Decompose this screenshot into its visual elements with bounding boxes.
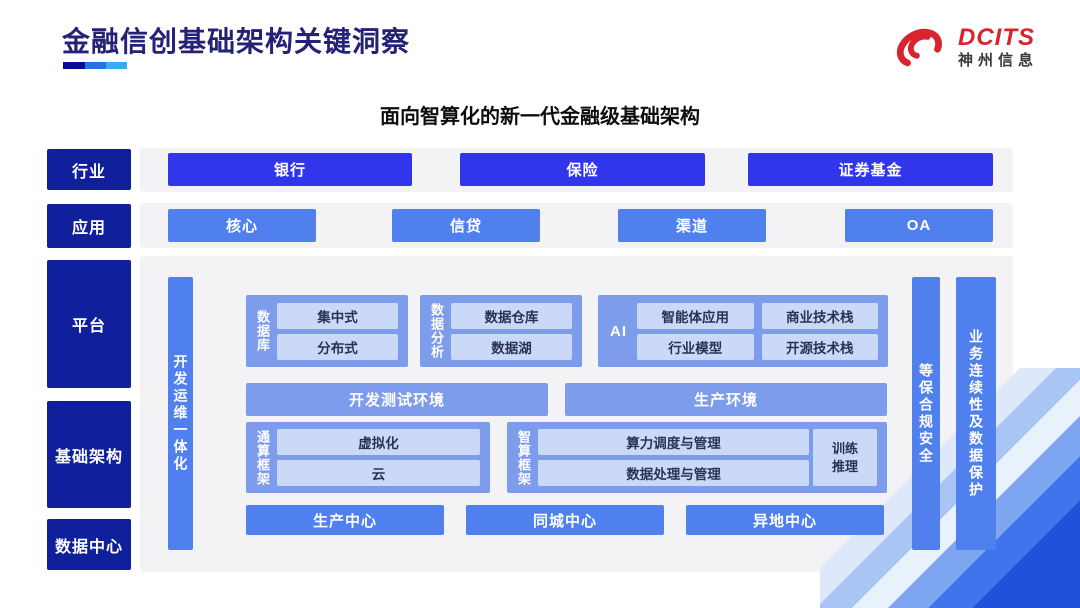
ai-group-items: 智能体应用 商业技术栈 行业模型 开源技术栈 bbox=[637, 302, 878, 360]
sidebar-label-datacenter: 数据中心 bbox=[47, 519, 131, 570]
industry-item-insurance: 保险 bbox=[460, 153, 705, 186]
ai-item-open-source-stack: 开源技术栈 bbox=[761, 333, 878, 360]
general-computing-item-cloud: 云 bbox=[277, 460, 480, 486]
underline-segment-medium bbox=[85, 62, 106, 69]
intelligent-computing-framework-label: 智算框架 bbox=[516, 429, 531, 486]
intelligent-computing-item-data-processing: 数据处理与管理 bbox=[538, 460, 809, 486]
intelligent-computing-items: 算力调度与管理 数据处理与管理 bbox=[538, 429, 809, 486]
datacenter-item-remote-center: 异地中心 bbox=[686, 505, 884, 535]
application-item-oa: OA bbox=[845, 209, 993, 242]
underline-segment-light bbox=[106, 62, 127, 69]
application-item-channel: 渠道 bbox=[618, 209, 766, 242]
general-computing-items: 虚拟化 云 bbox=[277, 429, 480, 486]
general-computing-framework-label: 通算框架 bbox=[255, 429, 270, 486]
business-continuity-vertical-bar: 业务连续性及数据保护 bbox=[956, 277, 996, 550]
underline-segment-dark bbox=[63, 62, 85, 69]
sidebar-label-infrastructure: 基础架构 bbox=[47, 401, 131, 508]
devops-integration-vertical-bar: 开发运维一体化 bbox=[168, 277, 193, 550]
logo-brand: DCITS bbox=[958, 23, 1035, 51]
database-group: 数据库 集中式 分布式 bbox=[246, 295, 408, 367]
ai-item-industry-model: 行业模型 bbox=[637, 333, 754, 360]
page-title: 金融信创基础架构关键洞察 bbox=[62, 26, 411, 57]
production-environment-bar: 生产环境 bbox=[565, 383, 887, 416]
logo-company-name: 神州信息 bbox=[958, 51, 1039, 69]
logo-text: DCITS 神州信息 bbox=[958, 23, 1039, 70]
intelligent-computing-item-scheduling: 算力调度与管理 bbox=[538, 429, 809, 455]
training-inference-label: 训练推理 bbox=[831, 440, 858, 474]
dev-test-environment-bar: 开发测试环境 bbox=[246, 383, 548, 416]
data-analytics-group-items: 数据仓库 数据湖 bbox=[451, 302, 572, 360]
data-analytics-group-label: 数据分析 bbox=[429, 303, 444, 359]
dcits-swirl-icon bbox=[896, 28, 942, 67]
datacenter-item-same-city-center: 同城中心 bbox=[466, 505, 664, 535]
ai-group: AI 智能体应用 商业技术栈 行业模型 开源技术栈 bbox=[598, 295, 888, 367]
database-group-label: 数据库 bbox=[255, 310, 270, 352]
database-item-distributed: 分布式 bbox=[277, 333, 398, 360]
ai-item-commercial-stack: 商业技术栈 bbox=[761, 302, 878, 329]
data-analytics-group: 数据分析 数据仓库 数据湖 bbox=[420, 295, 582, 367]
title-underline bbox=[63, 62, 127, 69]
database-group-items: 集中式 分布式 bbox=[277, 302, 398, 360]
database-item-centralized: 集中式 bbox=[277, 302, 398, 329]
intelligent-computing-item-training-inference: 训练推理 bbox=[813, 429, 877, 486]
application-item-credit: 信贷 bbox=[392, 209, 540, 242]
analytics-item-data-lake: 数据湖 bbox=[451, 333, 572, 360]
datacenter-item-production-center: 生产中心 bbox=[246, 505, 444, 535]
general-computing-item-virtualization: 虚拟化 bbox=[277, 429, 480, 455]
application-item-core: 核心 bbox=[168, 209, 316, 242]
sidebar-label-industry: 行业 bbox=[47, 149, 131, 190]
intelligent-computing-framework-group: 智算框架 算力调度与管理 数据处理与管理 训练推理 bbox=[507, 422, 887, 493]
business-continuity-label: 业务连续性及数据保护 bbox=[968, 328, 984, 499]
ai-item-agent-application: 智能体应用 bbox=[637, 302, 754, 329]
industry-item-securities-fund: 证券基金 bbox=[748, 153, 993, 186]
analytics-item-data-warehouse: 数据仓库 bbox=[451, 302, 572, 329]
sidebar-label-platform: 平台 bbox=[47, 260, 131, 388]
security-compliance-label: 等保合规安全 bbox=[918, 362, 934, 465]
security-compliance-vertical-bar: 等保合规安全 bbox=[912, 277, 940, 550]
devops-integration-label: 开发运维一体化 bbox=[172, 354, 189, 473]
industry-item-bank: 银行 bbox=[168, 153, 412, 186]
ai-group-label: AI bbox=[610, 322, 627, 340]
company-logo: DCITS 神州信息 bbox=[890, 16, 1060, 78]
diagram-subtitle: 面向智算化的新一代金融级基础架构 bbox=[380, 106, 700, 128]
sidebar-label-application: 应用 bbox=[47, 204, 131, 248]
general-computing-framework-group: 通算框架 虚拟化 云 bbox=[246, 422, 490, 493]
